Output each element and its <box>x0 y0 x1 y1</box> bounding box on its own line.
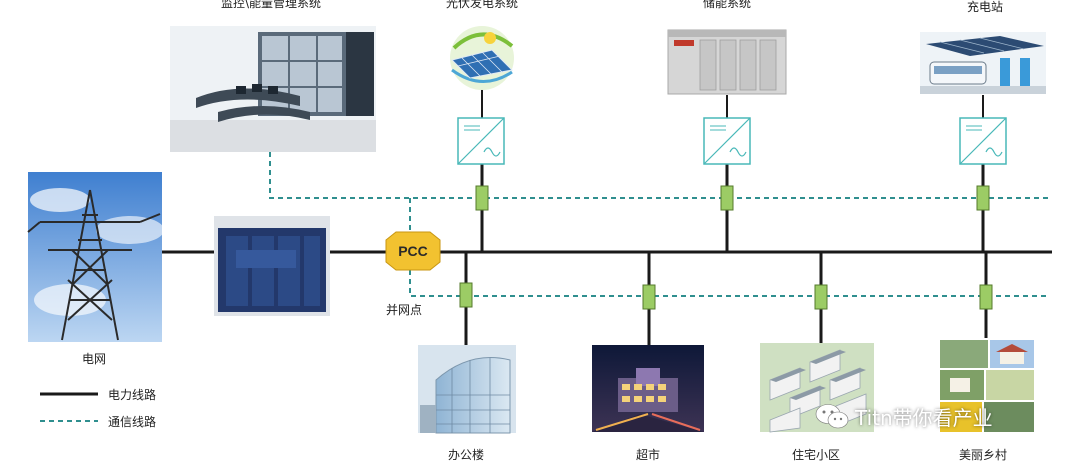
storage-image <box>667 29 787 95</box>
charging-station-image <box>920 32 1046 94</box>
comm-line-monitor <box>269 152 1050 199</box>
village-image <box>938 338 1034 432</box>
pv-image <box>450 26 514 90</box>
comm-line-pcc <box>409 198 1050 297</box>
legend-power-label: 电力线路 <box>108 388 157 402</box>
label-market: 超市 <box>635 448 661 462</box>
comm-lines <box>269 152 1050 297</box>
watermark: Titn带你看产业 <box>815 402 993 431</box>
control-room-image <box>170 26 376 152</box>
label-monitor-system: 监控\能量管理系统 <box>220 0 322 10</box>
label-residential: 住宅小区 <box>791 448 841 462</box>
legend <box>40 392 98 422</box>
label-charging-station: 充电站 <box>966 0 1004 14</box>
label-pcc-caption: 并网点 <box>385 303 423 317</box>
office-building-image <box>418 345 516 434</box>
central-cabinet-image <box>214 216 330 316</box>
switches <box>459 185 993 310</box>
converter-charging <box>959 117 1007 165</box>
label-pv-system: 光伏发电系统 <box>445 0 519 10</box>
wechat-icon <box>815 403 849 428</box>
label-grid: 电网 <box>81 352 107 366</box>
switch-storage <box>720 185 734 211</box>
label-village: 美丽乡村 <box>958 448 1008 462</box>
switch-residential <box>814 284 828 310</box>
grid-tower-image <box>27 172 164 342</box>
converter-storage <box>703 117 751 165</box>
switch-office <box>459 282 473 308</box>
switch-charging <box>976 185 990 211</box>
legend-comm-label: 通信线路 <box>108 415 157 429</box>
pcc-badge-text: PCC <box>398 243 428 259</box>
supermarket-image <box>592 345 704 432</box>
switch-pv <box>475 185 489 211</box>
switch-village <box>979 284 993 310</box>
watermark-text: Titn带你看产业 <box>855 406 993 430</box>
label-storage-system: 储能系统 <box>702 0 752 10</box>
converter-pv <box>457 117 505 165</box>
switch-market <box>642 284 656 310</box>
pcc-node: PCC <box>385 231 441 271</box>
label-office: 办公楼 <box>447 448 485 462</box>
